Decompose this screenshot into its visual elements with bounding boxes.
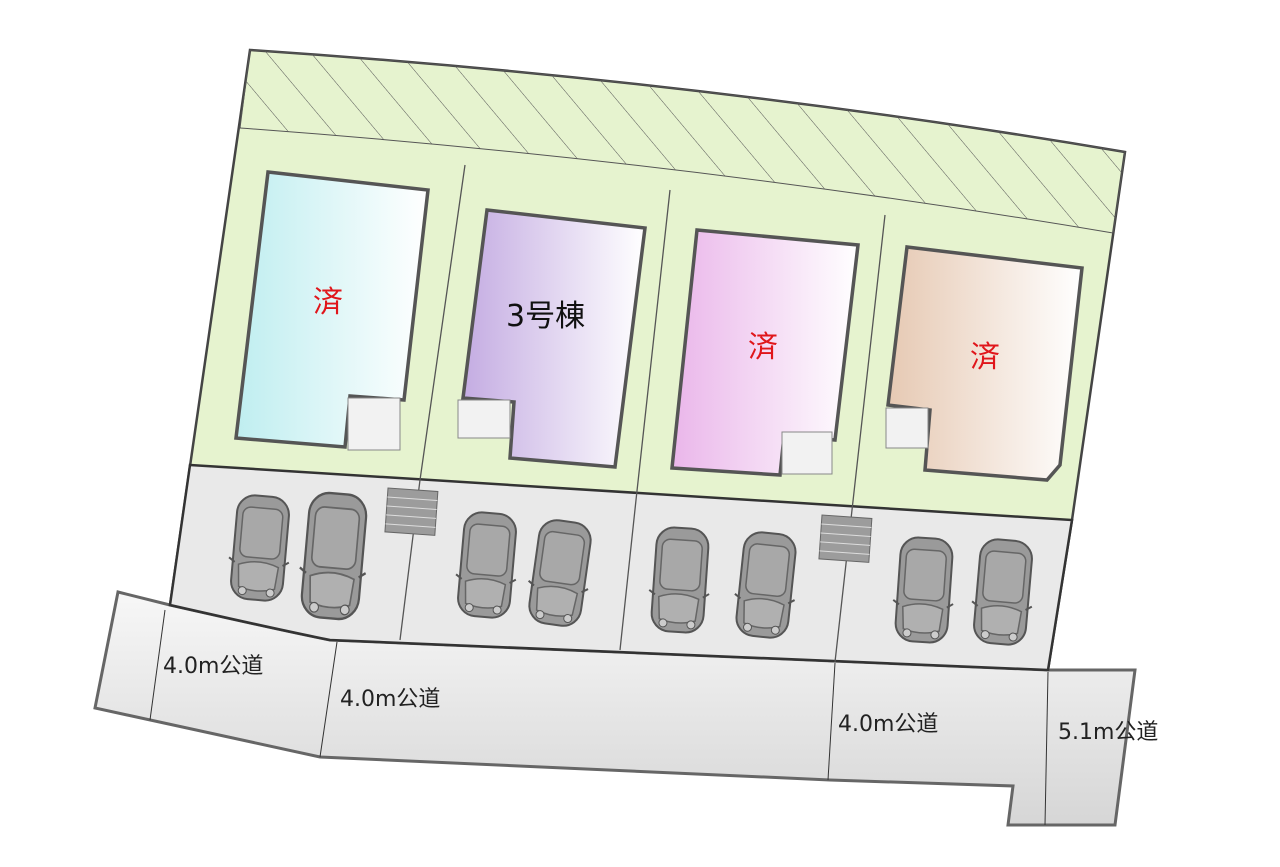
road-label: 4.0m公道 <box>163 654 264 679</box>
road-label: 4.0m公道 <box>340 687 441 712</box>
car-icon <box>645 525 715 635</box>
house-1[interactable] <box>234 170 430 451</box>
lot-dividers <box>399 164 886 663</box>
road-width-dimension-lines <box>149 609 1049 826</box>
entrance-porch <box>457 399 511 439</box>
entrance-porch <box>885 407 929 449</box>
stairs-icon <box>818 514 873 563</box>
house-2[interactable] <box>457 208 647 469</box>
house-3[interactable] <box>670 228 860 477</box>
road-label: 4.0m公道 <box>838 712 939 737</box>
house-2-label: 3号棟 <box>506 299 586 334</box>
house-3-label: 済 <box>748 330 778 365</box>
entrance-porch <box>781 431 833 475</box>
house-1-label: 済 <box>313 285 343 320</box>
car-icon <box>889 535 959 645</box>
stairs-icon <box>384 487 439 536</box>
road-label: 5.1m公道 <box>1058 720 1159 745</box>
hatched-setback-strip <box>239 49 1126 234</box>
entrance-porch <box>347 397 401 451</box>
house-4[interactable] <box>885 245 1084 482</box>
house-4-label: 済 <box>970 340 1000 375</box>
